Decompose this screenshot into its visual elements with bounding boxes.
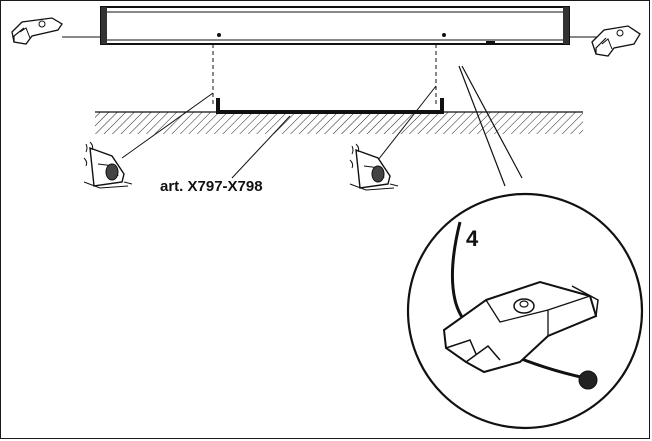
callout-line-left bbox=[458, 65, 506, 187]
ground-soil bbox=[95, 111, 583, 134]
right-clip-icon bbox=[591, 25, 641, 57]
callout-line-right bbox=[461, 65, 523, 179]
right-drill-icon bbox=[349, 143, 399, 191]
mounting-bracket bbox=[216, 98, 444, 114]
leader-right-drill bbox=[377, 85, 437, 161]
left-clip-icon bbox=[11, 17, 63, 45]
light-bar bbox=[100, 6, 570, 45]
detail-magnifier bbox=[406, 192, 644, 430]
leader-left-drill bbox=[121, 92, 214, 159]
left-drill-icon bbox=[83, 141, 133, 189]
leader-article bbox=[231, 115, 291, 179]
article-label: art. X797-X798 bbox=[160, 178, 263, 195]
detail-step-number: 4 bbox=[466, 226, 479, 251]
